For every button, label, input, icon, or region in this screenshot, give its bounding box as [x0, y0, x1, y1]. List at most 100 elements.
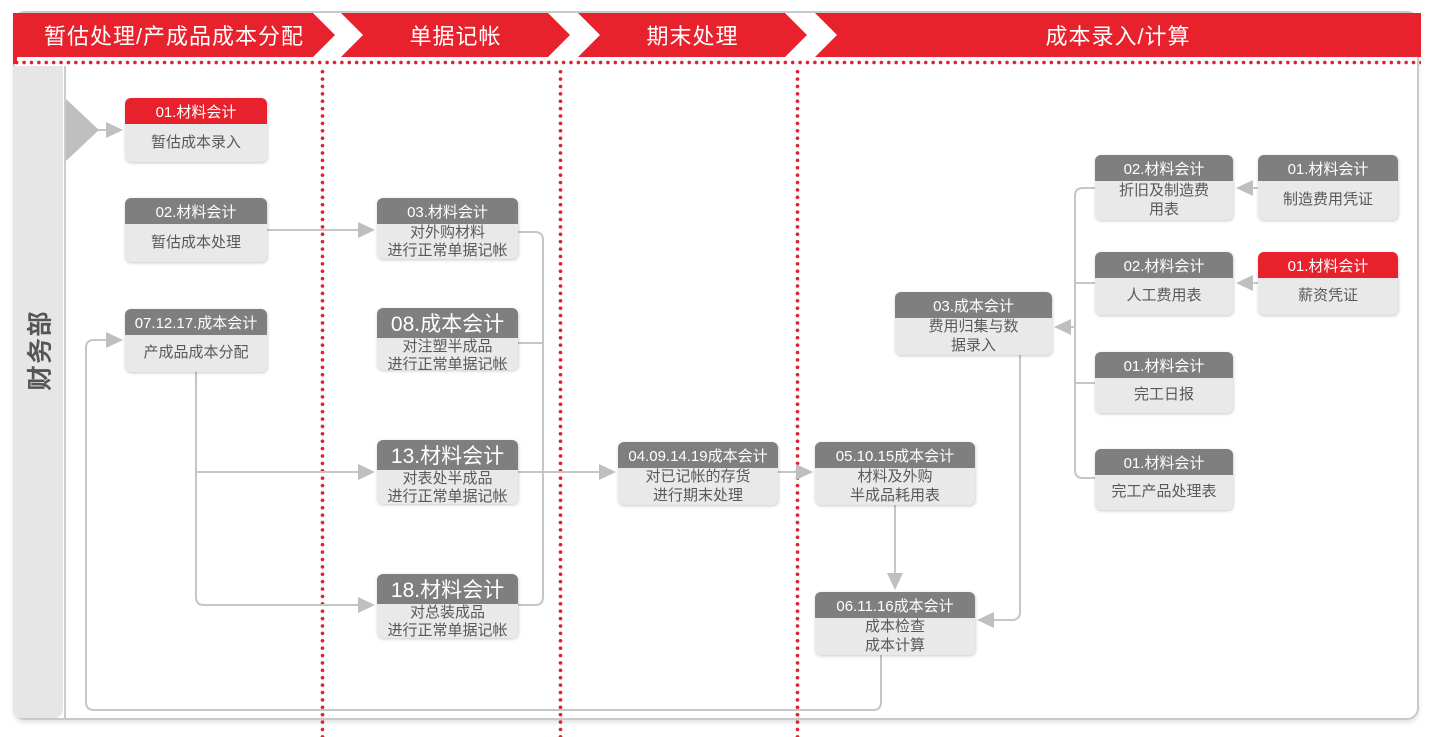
box-header: 02.材料会计 [125, 198, 267, 224]
connector-line [518, 343, 544, 606]
process-box-b01d: 01.材料会计完工产品处理表 [1095, 449, 1233, 510]
box-body-line: 对外购材料 [409, 224, 485, 241]
box-body: 折旧及制造费用表 [1095, 181, 1233, 220]
arrowhead [358, 464, 375, 480]
box-body: 对已记帐的存货进行期末处理 [618, 468, 778, 505]
box-body: 完工产品处理表 [1095, 475, 1233, 510]
box-body-line: 暂估成本录入 [150, 133, 241, 151]
box-body: 暂估成本处理 [125, 224, 267, 262]
arrowhead [796, 464, 813, 480]
process-box-b02: 02.材料会计暂估成本处理 [125, 198, 267, 262]
box-header: 02.材料会计 [1095, 155, 1233, 181]
connector-line [992, 355, 1021, 621]
process-box-b04: 04.09.14.19成本会计对已记帐的存货进行期末处理 [618, 442, 778, 505]
lane-banner-label: 成本录入/计算 [1045, 24, 1191, 49]
arrowhead [106, 122, 123, 138]
box-header: 06.11.16成本会计 [815, 592, 975, 618]
box-body-line: 进行正常单据记帐 [387, 242, 508, 259]
box-body-line: 材料及外购 [857, 468, 933, 486]
box-header: 01.材料会计 [1095, 352, 1233, 378]
arrowheads [66, 99, 1253, 628]
lane-banner-label: 期末处理 [646, 24, 739, 49]
process-box-b02b: 02.材料会计人工费用表 [1095, 252, 1233, 315]
box-body-line: 折旧及制造费 [1118, 182, 1209, 200]
box-header: 01.材料会计 [1258, 252, 1398, 278]
box-body-line: 暂估成本处理 [150, 233, 241, 251]
box-header: 07.12.17.成本会计 [125, 309, 267, 335]
box-header: 01.材料会计 [1258, 155, 1398, 181]
process-box-b02a: 02.材料会计折旧及制造费用表 [1095, 155, 1233, 220]
box-body-line: 进行正常单据记帐 [387, 488, 508, 504]
box-body: 制造费用凭证 [1258, 181, 1398, 220]
box-body-line: 对表处半成品 [402, 470, 493, 487]
box-body-line: 费用归集与数 [928, 318, 1019, 336]
box-body-line: 完工日报 [1133, 386, 1194, 404]
lane-divider-dotted-2 [558, 68, 563, 737]
arrowhead [599, 464, 616, 480]
process-box-b01a: 01.材料会计制造费用凭证 [1258, 155, 1398, 220]
box-body-line: 对已记帐的存货 [645, 468, 751, 486]
arrowhead [1054, 319, 1071, 335]
process-box-b03c: 03.成本会计费用归集与数据录入 [895, 292, 1052, 355]
arrowhead [887, 573, 903, 590]
box-body: 对注塑半成品进行正常单据记帐 [377, 338, 518, 370]
process-box-b03: 03.材料会计对外购材料进行正常单据记帐 [377, 198, 518, 259]
box-body-line: 对注塑半成品 [402, 338, 493, 355]
box-body-line: 制造费用凭证 [1282, 191, 1373, 209]
arrowhead [358, 222, 375, 238]
box-body: 薪资凭证 [1258, 278, 1398, 315]
connector-line [1074, 187, 1095, 479]
box-header: 18.材料会计 [377, 574, 518, 604]
lane-banner-label: 单据记帐 [409, 24, 502, 49]
box-body: 完工日报 [1095, 378, 1233, 413]
lane-banner-provisional: 暂估处理/产成品成本分配 [13, 13, 335, 57]
header-divider-dotted [13, 60, 1421, 65]
box-body-line: 产成品成本分配 [143, 344, 249, 362]
connector-lines [85, 129, 1258, 711]
process-box-b13: 13.材料会计对表处半成品进行正常单据记帐 [377, 440, 518, 504]
connector-line [85, 339, 882, 711]
process-box-b01: 01.材料会计暂估成本录入 [125, 98, 267, 162]
box-body: 材料及外购半成品耗用表 [815, 468, 975, 505]
box-body: 费用归集与数据录入 [895, 318, 1052, 355]
box-body-line: 对总装成品 [409, 604, 485, 621]
box-header: 01.材料会计 [125, 98, 267, 124]
finance-dept-sidebar [13, 66, 63, 718]
lane-banner-label: 暂估处理/产成品成本分配 [43, 24, 305, 49]
box-body: 对总装成品进行正常单据记帐 [377, 604, 518, 638]
process-box-b01c: 01.材料会计完工日报 [1095, 352, 1233, 413]
box-body-line: 人工费用表 [1126, 287, 1202, 305]
box-header: 08.成本会计 [377, 308, 518, 338]
box-body-line: 完工产品处理表 [1111, 483, 1217, 501]
box-body-line: 薪资凭证 [1297, 287, 1358, 305]
box-header: 13.材料会计 [377, 440, 518, 470]
box-body: 成本检查成本计算 [815, 618, 975, 655]
process-box-b08: 08.成本会计对注塑半成品进行正常单据记帐 [377, 308, 518, 370]
process-box-b01b: 01.材料会计薪资凭证 [1258, 252, 1398, 315]
arrowhead [1236, 275, 1253, 291]
lane-banner-cost-entry: 成本录入/计算 [815, 13, 1421, 57]
box-body: 人工费用表 [1095, 278, 1233, 315]
box-body: 对表处半成品进行正常单据记帐 [377, 470, 518, 504]
lane-banner-bookkeeping: 单据记帐 [341, 13, 570, 57]
box-header: 05.10.15成本会计 [815, 442, 975, 468]
connector-line [518, 231, 544, 343]
box-body-line: 进行正常单据记帐 [387, 356, 508, 370]
process-box-b18: 18.材料会计对总装成品进行正常单据记帐 [377, 574, 518, 638]
box-body: 暂估成本录入 [125, 124, 267, 162]
box-header: 02.材料会计 [1095, 252, 1233, 278]
box-body: 产成品成本分配 [125, 335, 267, 372]
arrowhead [977, 612, 994, 628]
box-header: 03.材料会计 [377, 198, 518, 224]
sidebar-divider-line [64, 66, 66, 718]
box-body-line: 成本计算 [864, 636, 925, 654]
process-box-b07: 07.12.17.成本会计产成品成本分配 [125, 309, 267, 372]
box-body-line: 进行期末处理 [652, 486, 743, 504]
box-body: 对外购材料进行正常单据记帐 [377, 224, 518, 259]
flow-start-triangle [66, 99, 99, 161]
process-box-b06: 06.11.16成本会计成本检查成本计算 [815, 592, 975, 655]
box-header: 01.材料会计 [1095, 449, 1233, 475]
arrowhead [1236, 180, 1253, 196]
